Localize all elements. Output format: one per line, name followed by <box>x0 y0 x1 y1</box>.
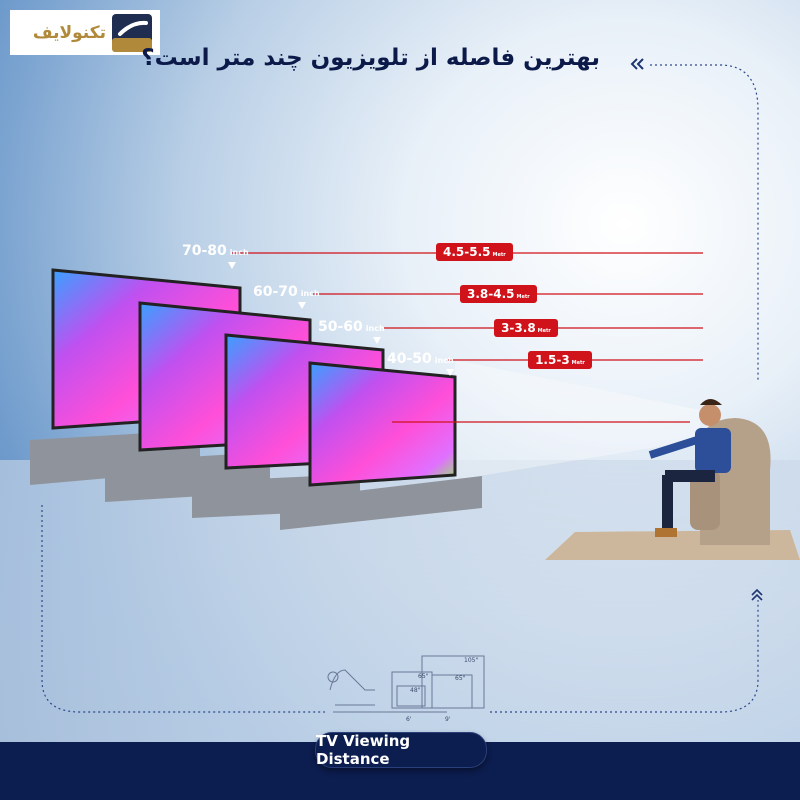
down-triangle-icon <box>298 302 306 309</box>
person <box>648 399 731 537</box>
diagram-size-65a: 65" <box>418 673 429 680</box>
diagram-distance-6: 6' <box>406 716 412 723</box>
diagram-distance-9: 9' <box>445 716 451 723</box>
logo: تکنولایف <box>10 10 160 55</box>
dotted-frame-top <box>650 64 759 380</box>
diagram-size-105: 105" <box>464 657 478 664</box>
page-title: بهترین فاصله از تلویزیون چند متر است؟ <box>141 45 600 71</box>
logo-text: تکنولایف <box>32 22 106 43</box>
footer-title: TV Viewing Distance <box>315 732 487 768</box>
diagram-size-65b: 65" <box>455 675 466 682</box>
down-triangle-icon <box>446 369 454 376</box>
diagram-size-48: 48" <box>410 687 421 694</box>
dotted-frame-bottom <box>41 505 325 713</box>
viewing-diagram <box>327 655 485 713</box>
double-chevron-left-icon <box>630 58 644 70</box>
tv-40-50 <box>308 361 457 487</box>
down-triangle-icon <box>228 262 236 269</box>
double-chevron-up-icon <box>751 588 763 601</box>
logo-mark-icon <box>112 13 152 52</box>
down-triangle-icon <box>373 337 381 344</box>
